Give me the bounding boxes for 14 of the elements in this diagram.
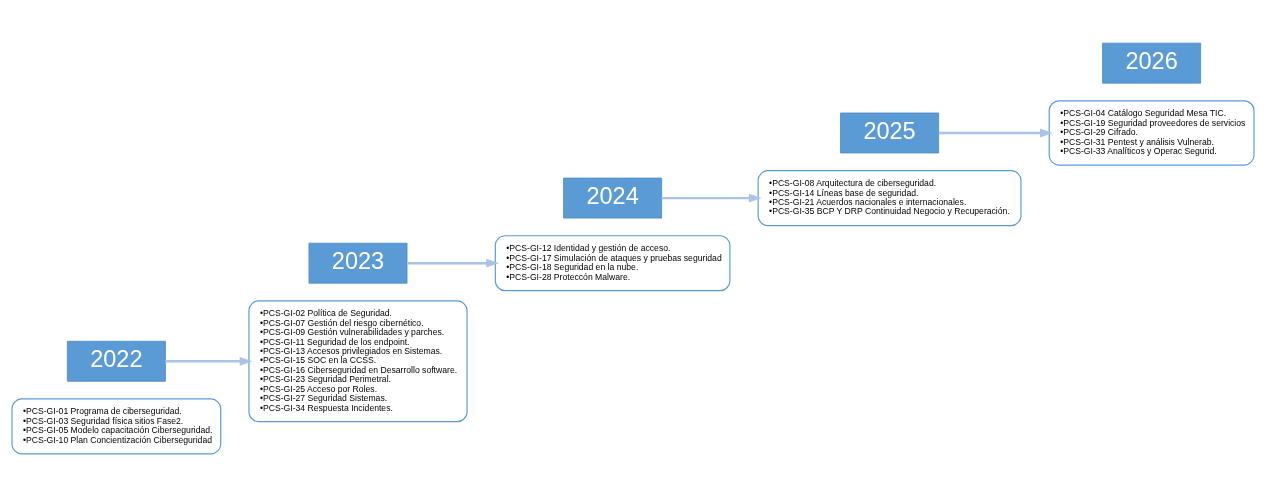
node-box: •PCS-GI-02 Política de Seguridad. •PCS-GI-07 Gestión del riesgo cibernético. •PCS-GI-09 Gestión vulnerabilidades y parches. •PCS-GI-11 Seguridad de los endpoint. •PCS-GI-13 Accesos privilegiados en Sistemas. •PCS-GI-15 SOC en la CCSS. •PCS-GI-16 Ciberseguridad en Desarrollo software. •PCS-GI-23 Seguridad Perimetral. •PCS-GI-25 Acceso por Roles. •PCS-GI-27 Seguridad Sistemas. •PCS-GI-34 Respuesta Incidentes. xyxy=(248,300,468,423)
arrow xyxy=(938,128,1053,138)
arrow xyxy=(407,258,499,268)
arrow xyxy=(661,193,762,203)
node-box: 2026 xyxy=(1102,42,1202,84)
node-box: •PCS-GI-01 Programa de ciberseguridad. •PCS-GI-03 Seguridad física sitios Fase2. •PCS-GI-05 Modelo capacitación Ciberseguridad. •PCS-GI-10 Plan Concientización Ciberseguridad xyxy=(11,398,222,455)
node-box: 2022 xyxy=(66,340,166,382)
node-box: 2025 xyxy=(840,112,939,154)
node-box: •PCS-GI-08 Arquitectura de ciberseguridad. •PCS-GI-14 Líneas base de seguridad. •PCS-GI-21 Acuerdos nacionales e internacionales. •PCS-GI-35 BCP Y DRP Continuidad Negocio y Recuperación. xyxy=(757,170,1022,227)
node-box: •PCS-GI-12 Identidad y gestión de acceso. •PCS-GI-17 Simulación de ataques y pruebas seguridad •PCS-GI-18 Seguridad en la nube. •PCS-GI-28 Proteccón Malware. xyxy=(494,235,731,292)
arrow xyxy=(165,356,253,366)
node-box: 2023 xyxy=(308,242,408,284)
node-box: 2024 xyxy=(563,177,663,219)
node-box: •PCS-GI-04 Catálogo Seguridad Mesa TIC. •PCS-GI-19 Seguridad proveedores de servicios •PCS-GI-29 Cifrado. •PCS-GI-31 Pentest y análisis Vulnerab. •PCS-GI-33 Analíticos y Operac Segurid. xyxy=(1048,100,1255,166)
